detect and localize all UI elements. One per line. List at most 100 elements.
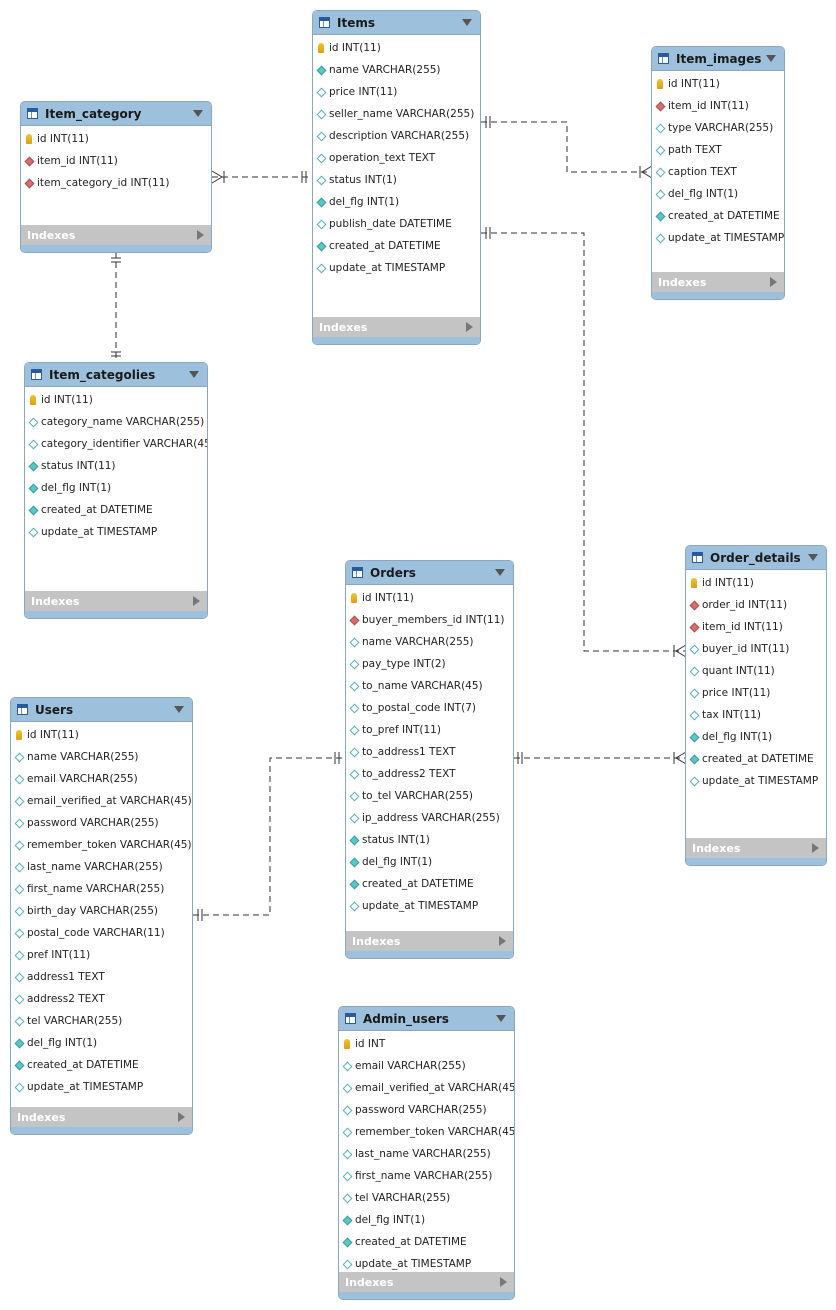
- indexes-section[interactable]: Indexes: [21, 225, 211, 245]
- column-row[interactable]: created_at DATETIME: [25, 499, 207, 521]
- indexes-section[interactable]: Indexes: [313, 317, 480, 337]
- column-row[interactable]: address1 TEXT: [11, 966, 192, 988]
- column-row[interactable]: id INT(11): [313, 37, 480, 59]
- column-row[interactable]: remember_token VARCHAR(45): [339, 1121, 514, 1143]
- column-row[interactable]: del_flg INT(1): [339, 1209, 514, 1231]
- table-header[interactable]: Item_categolies: [25, 363, 207, 387]
- collapse-arrow-icon[interactable]: [495, 569, 505, 576]
- column-row[interactable]: tax INT(11): [686, 704, 826, 726]
- column-row[interactable]: last_name VARCHAR(255): [11, 856, 192, 878]
- column-row[interactable]: to_postal_code INT(7): [346, 697, 513, 719]
- collapse-arrow-icon[interactable]: [496, 1015, 506, 1022]
- indexes-section[interactable]: Indexes: [686, 838, 826, 858]
- column-row[interactable]: to_address2 TEXT: [346, 763, 513, 785]
- column-row[interactable]: del_flg INT(1): [11, 1032, 192, 1054]
- column-row[interactable]: order_id INT(11): [686, 594, 826, 616]
- column-row[interactable]: tel VARCHAR(255): [11, 1010, 192, 1032]
- table-header[interactable]: Items: [313, 11, 480, 35]
- column-row[interactable]: update_at TIMESTAMP: [686, 770, 826, 792]
- collapse-arrow-icon[interactable]: [189, 371, 199, 378]
- expand-arrow-icon[interactable]: [193, 596, 200, 606]
- collapse-arrow-icon[interactable]: [462, 19, 472, 26]
- indexes-section[interactable]: Indexes: [339, 1272, 514, 1292]
- column-row[interactable]: name VARCHAR(255): [346, 631, 513, 653]
- expand-arrow-icon[interactable]: [500, 1277, 507, 1287]
- column-row[interactable]: operation_text TEXT: [313, 147, 480, 169]
- column-row[interactable]: price INT(11): [313, 81, 480, 103]
- column-row[interactable]: type VARCHAR(255): [652, 117, 784, 139]
- column-row[interactable]: name VARCHAR(255): [11, 746, 192, 768]
- column-row[interactable]: buyer_id INT(11): [686, 638, 826, 660]
- column-row[interactable]: created_at DATETIME: [686, 748, 826, 770]
- column-row[interactable]: to_address1 TEXT: [346, 741, 513, 763]
- column-row[interactable]: status INT(1): [346, 829, 513, 851]
- column-row[interactable]: password VARCHAR(255): [11, 812, 192, 834]
- column-row[interactable]: tel VARCHAR(255): [339, 1187, 514, 1209]
- collapse-arrow-icon[interactable]: [193, 110, 203, 117]
- indexes-section[interactable]: Indexes: [11, 1107, 192, 1127]
- expand-arrow-icon[interactable]: [812, 843, 819, 853]
- table-header[interactable]: Users: [11, 698, 192, 722]
- collapse-arrow-icon[interactable]: [766, 55, 776, 62]
- column-row[interactable]: birth_day VARCHAR(255): [11, 900, 192, 922]
- column-row[interactable]: update_at TIMESTAMP: [313, 257, 480, 279]
- column-row[interactable]: id INT(11): [652, 73, 784, 95]
- column-row[interactable]: update_at TIMESTAMP: [339, 1253, 514, 1275]
- column-row[interactable]: first_name VARCHAR(255): [11, 878, 192, 900]
- column-row[interactable]: description VARCHAR(255): [313, 125, 480, 147]
- column-row[interactable]: update_at TIMESTAMP: [11, 1076, 192, 1098]
- column-row[interactable]: update_at TIMESTAMP: [346, 895, 513, 917]
- column-row[interactable]: update_at TIMESTAMP: [25, 521, 207, 543]
- column-row[interactable]: item_category_id INT(11): [21, 172, 211, 194]
- column-row[interactable]: status INT(1): [313, 169, 480, 191]
- column-row[interactable]: postal_code VARCHAR(11): [11, 922, 192, 944]
- column-row[interactable]: quant INT(11): [686, 660, 826, 682]
- column-row[interactable]: email_verified_at VARCHAR(45): [11, 790, 192, 812]
- column-row[interactable]: remember_token VARCHAR(45): [11, 834, 192, 856]
- column-row[interactable]: id INT(11): [21, 128, 211, 150]
- column-row[interactable]: name VARCHAR(255): [313, 59, 480, 81]
- column-row[interactable]: del_flg INT(1): [686, 726, 826, 748]
- column-row[interactable]: del_flg INT(1): [346, 851, 513, 873]
- column-row[interactable]: update_at TIMESTAMP: [652, 227, 784, 249]
- table-header[interactable]: Item_category: [21, 102, 211, 126]
- expand-arrow-icon[interactable]: [770, 277, 777, 287]
- column-row[interactable]: id INT: [339, 1033, 514, 1055]
- column-row[interactable]: del_flg INT(1): [25, 477, 207, 499]
- column-row[interactable]: email_verified_at VARCHAR(45): [339, 1077, 514, 1099]
- expand-arrow-icon[interactable]: [466, 322, 473, 332]
- expand-arrow-icon[interactable]: [499, 936, 506, 946]
- column-row[interactable]: email VARCHAR(255): [339, 1055, 514, 1077]
- indexes-section[interactable]: Indexes: [25, 591, 207, 611]
- indexes-section[interactable]: Indexes: [652, 272, 784, 292]
- column-row[interactable]: id INT(11): [686, 572, 826, 594]
- collapse-arrow-icon[interactable]: [174, 706, 184, 713]
- column-row[interactable]: created_at DATETIME: [346, 873, 513, 895]
- column-row[interactable]: id INT(11): [25, 389, 207, 411]
- column-row[interactable]: address2 TEXT: [11, 988, 192, 1010]
- column-row[interactable]: ip_address VARCHAR(255): [346, 807, 513, 829]
- column-row[interactable]: del_flg INT(1): [313, 191, 480, 213]
- column-row[interactable]: first_name VARCHAR(255): [339, 1165, 514, 1187]
- column-row[interactable]: id INT(11): [11, 724, 192, 746]
- collapse-arrow-icon[interactable]: [808, 554, 818, 561]
- column-row[interactable]: password VARCHAR(255): [339, 1099, 514, 1121]
- column-row[interactable]: created_at DATETIME: [339, 1231, 514, 1253]
- column-row[interactable]: to_pref INT(11): [346, 719, 513, 741]
- column-row[interactable]: id INT(11): [346, 587, 513, 609]
- indexes-section[interactable]: Indexes: [346, 931, 513, 951]
- expand-arrow-icon[interactable]: [178, 1112, 185, 1122]
- table-header[interactable]: Item_images: [652, 47, 784, 71]
- column-row[interactable]: created_at DATETIME: [11, 1054, 192, 1076]
- column-row[interactable]: price INT(11): [686, 682, 826, 704]
- expand-arrow-icon[interactable]: [197, 230, 204, 240]
- column-row[interactable]: to_tel VARCHAR(255): [346, 785, 513, 807]
- column-row[interactable]: caption TEXT: [652, 161, 784, 183]
- column-row[interactable]: pref INT(11): [11, 944, 192, 966]
